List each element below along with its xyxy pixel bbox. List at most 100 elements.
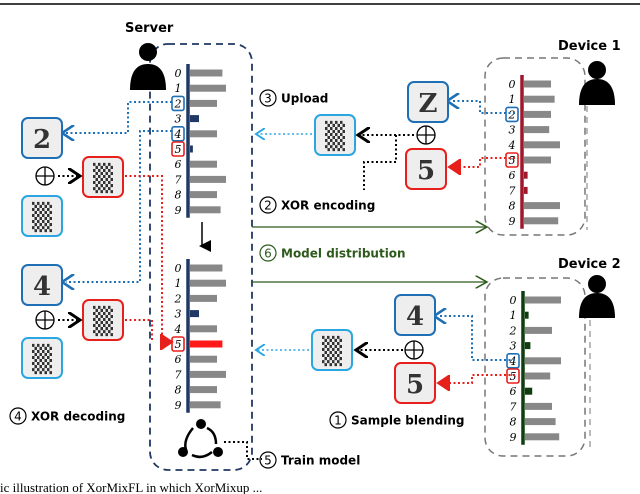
digit-label-1: 1 [175, 277, 182, 290]
histogram-bar-6 [525, 387, 533, 395]
digit-label-5: 5 [175, 143, 182, 156]
digit-label-0: 0 [175, 67, 182, 80]
device2-box [484, 277, 586, 457]
step-number: 2 [264, 199, 272, 213]
histogram-bar-1 [190, 279, 226, 287]
xor-icon [35, 310, 55, 330]
device2-sample-4-image: 4 [394, 294, 436, 336]
histogram-bar-4 [525, 357, 561, 365]
digit-label-7: 7 [510, 400, 517, 413]
histogram-bar-6 [190, 160, 217, 168]
server-label: Server [125, 21, 174, 36]
digit-label-0: 0 [175, 262, 182, 275]
device1-2-link [451, 101, 515, 114]
digit-highlight-4 [506, 352, 520, 369]
mixed-sample-image: ▒ [21, 195, 63, 237]
step-label: XOR encoding [281, 199, 375, 213]
device2-4-link [438, 316, 515, 361]
mixed-sample-decoded-2-image: ▒ [82, 299, 124, 341]
histogram-bar-9 [190, 401, 221, 409]
digit-label-3: 3 [509, 124, 516, 137]
digit-label-5: 5 [175, 338, 182, 351]
histogram-bar-7 [524, 186, 528, 194]
digit-label-7: 7 [175, 368, 182, 381]
histogram-bar-3 [190, 115, 199, 123]
histogram-bar-6 [190, 355, 217, 363]
digit-label-1: 1 [175, 82, 182, 95]
train-model-icon [178, 419, 223, 459]
server-person-icon [130, 43, 166, 90]
digit-label-6: 6 [175, 353, 182, 366]
device2-mixed-sample-image: ▒ [311, 329, 353, 371]
device1-5-link [449, 157, 515, 167]
xor-encoding-pointer [363, 135, 397, 190]
digit-label-4: 4 [508, 139, 516, 152]
digit-label-6: 6 [509, 169, 516, 182]
step-label: XOR decoding [31, 410, 125, 424]
digit-label-2: 2 [509, 324, 517, 337]
sample-glyph: Z [419, 89, 438, 119]
sample-4-image: 4 [21, 264, 63, 306]
server-box [149, 43, 253, 471]
device2-sample-5-image: 5 [394, 362, 436, 404]
histogram-bar-9 [525, 433, 560, 441]
server-decoded-2-link [66, 101, 172, 133]
histogram-bar-4 [524, 141, 560, 149]
sample-glyph: 4 [406, 302, 424, 332]
digit-label-3: 3 [175, 308, 182, 321]
device1-label: Device 1 [558, 39, 621, 54]
digit-highlight-5 [505, 152, 519, 168]
step-s5: 5 Train model [259, 451, 360, 469]
digit-label-5: 5 [509, 154, 516, 167]
histogram-bar-7 [525, 402, 552, 410]
device1-sample-2-image: Z [407, 81, 449, 123]
histogram-bar-5 [524, 156, 551, 164]
histogram-bar-0 [524, 80, 551, 88]
histogram-bar-8 [525, 418, 556, 426]
sample-glyph: ▒ [322, 335, 342, 367]
histogram-bar-4 [190, 130, 217, 138]
histogram-bar-3 [525, 342, 531, 350]
histogram-bar-8 [190, 386, 217, 394]
sample-glyph: 5 [417, 156, 435, 186]
digit-label-7: 7 [175, 173, 182, 186]
device2-5-link [438, 374, 515, 383]
xor-icon [35, 166, 55, 186]
histogram-bar-5 [190, 145, 193, 153]
histogram-bar-3 [190, 310, 199, 318]
step-label: Upload [281, 92, 328, 106]
digit-label-9: 9 [175, 399, 182, 412]
step-number: 5 [264, 454, 272, 468]
digit-label-8: 8 [175, 384, 182, 397]
histogram-bar-2 [190, 99, 217, 107]
digit-label-3: 3 [510, 340, 517, 353]
histogram-bar-0 [190, 264, 223, 272]
sample-glyph: 2 [33, 125, 51, 155]
step-label: Model distribution [281, 247, 406, 261]
sample-glyph: 5 [406, 370, 424, 400]
histogram-bar-8 [190, 191, 217, 199]
digit-label-6: 6 [175, 158, 182, 171]
digit-label-8: 8 [510, 416, 517, 429]
step-label: Train model [281, 454, 360, 468]
histogram-bar-5 [190, 340, 223, 348]
histogram-bar-1 [525, 311, 529, 319]
mixed-sample-2-image: ▒ [21, 337, 63, 379]
device2-label: Device 2 [558, 257, 621, 272]
histogram-bar-7 [190, 370, 226, 378]
digit-label-0: 0 [509, 78, 516, 91]
digit-label-1: 1 [509, 93, 516, 106]
step-number: 1 [334, 414, 342, 428]
step-s2: 2 XOR encoding [259, 196, 375, 214]
histogram-bar-1 [524, 95, 555, 103]
histogram-bar-5 [525, 372, 551, 380]
digit-label-2: 2 [174, 97, 182, 110]
xor-icon [416, 125, 436, 145]
